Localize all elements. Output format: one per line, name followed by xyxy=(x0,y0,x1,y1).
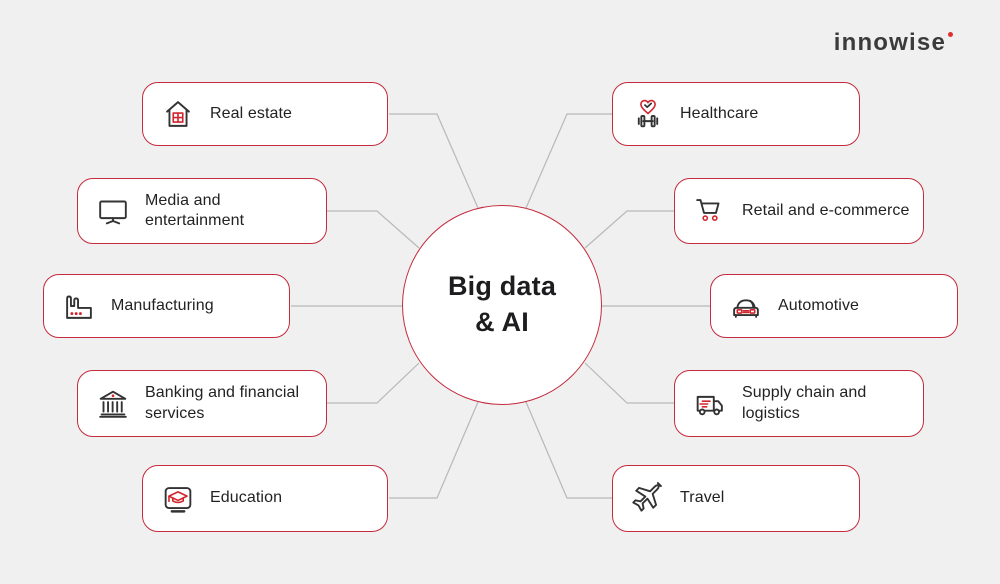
industry-label: Retail and e-commerce xyxy=(742,201,910,219)
industry-card-healthcare: Healthcare xyxy=(612,82,860,146)
heart-dumbbell-icon xyxy=(629,95,667,133)
industry-label: Education xyxy=(210,489,283,507)
industry-label: Travel xyxy=(680,489,725,507)
hub-title: Big data & AI xyxy=(447,271,557,337)
logo-text: innowise xyxy=(833,29,946,56)
industry-label: Healthcare xyxy=(680,104,759,122)
industry-card-banking: Banking and financial services xyxy=(77,370,327,437)
graduation-cap-icon xyxy=(159,480,197,518)
industry-card-automotive: Automotive xyxy=(710,274,958,338)
industry-card-travel: Travel xyxy=(612,465,860,532)
industry-label: Automotive xyxy=(778,296,860,314)
industry-card-retail-ecommerce: Retail and e-commerce xyxy=(674,178,924,244)
industry-label: Supply chain and logistics xyxy=(742,384,867,422)
house-icon xyxy=(159,95,197,133)
tv-icon xyxy=(94,192,132,230)
industry-card-manufacturing: Manufacturing xyxy=(43,274,290,338)
central-hub: Big data & AI xyxy=(402,205,602,405)
truck-icon xyxy=(691,385,729,423)
plane-icon xyxy=(629,480,667,518)
industry-label: Real estate xyxy=(210,104,293,122)
industry-card-supply-chain: Supply chain and logistics xyxy=(674,370,924,437)
industry-label: Banking and financial services xyxy=(145,384,300,422)
industry-card-media-entertainment: Media and entertainment xyxy=(77,178,327,244)
industry-card-real-estate: Real estate xyxy=(142,82,388,146)
industry-label: Manufacturing xyxy=(111,296,214,314)
shopping-cart-icon xyxy=(691,192,729,230)
industry-card-education: Education xyxy=(142,465,388,532)
bank-icon xyxy=(94,385,132,423)
industry-label: Media and entertainment xyxy=(145,191,245,229)
innowise-logo: innowise xyxy=(834,31,953,55)
car-icon xyxy=(727,287,765,325)
factory-icon xyxy=(60,287,98,325)
logo-dot-icon xyxy=(948,32,953,37)
